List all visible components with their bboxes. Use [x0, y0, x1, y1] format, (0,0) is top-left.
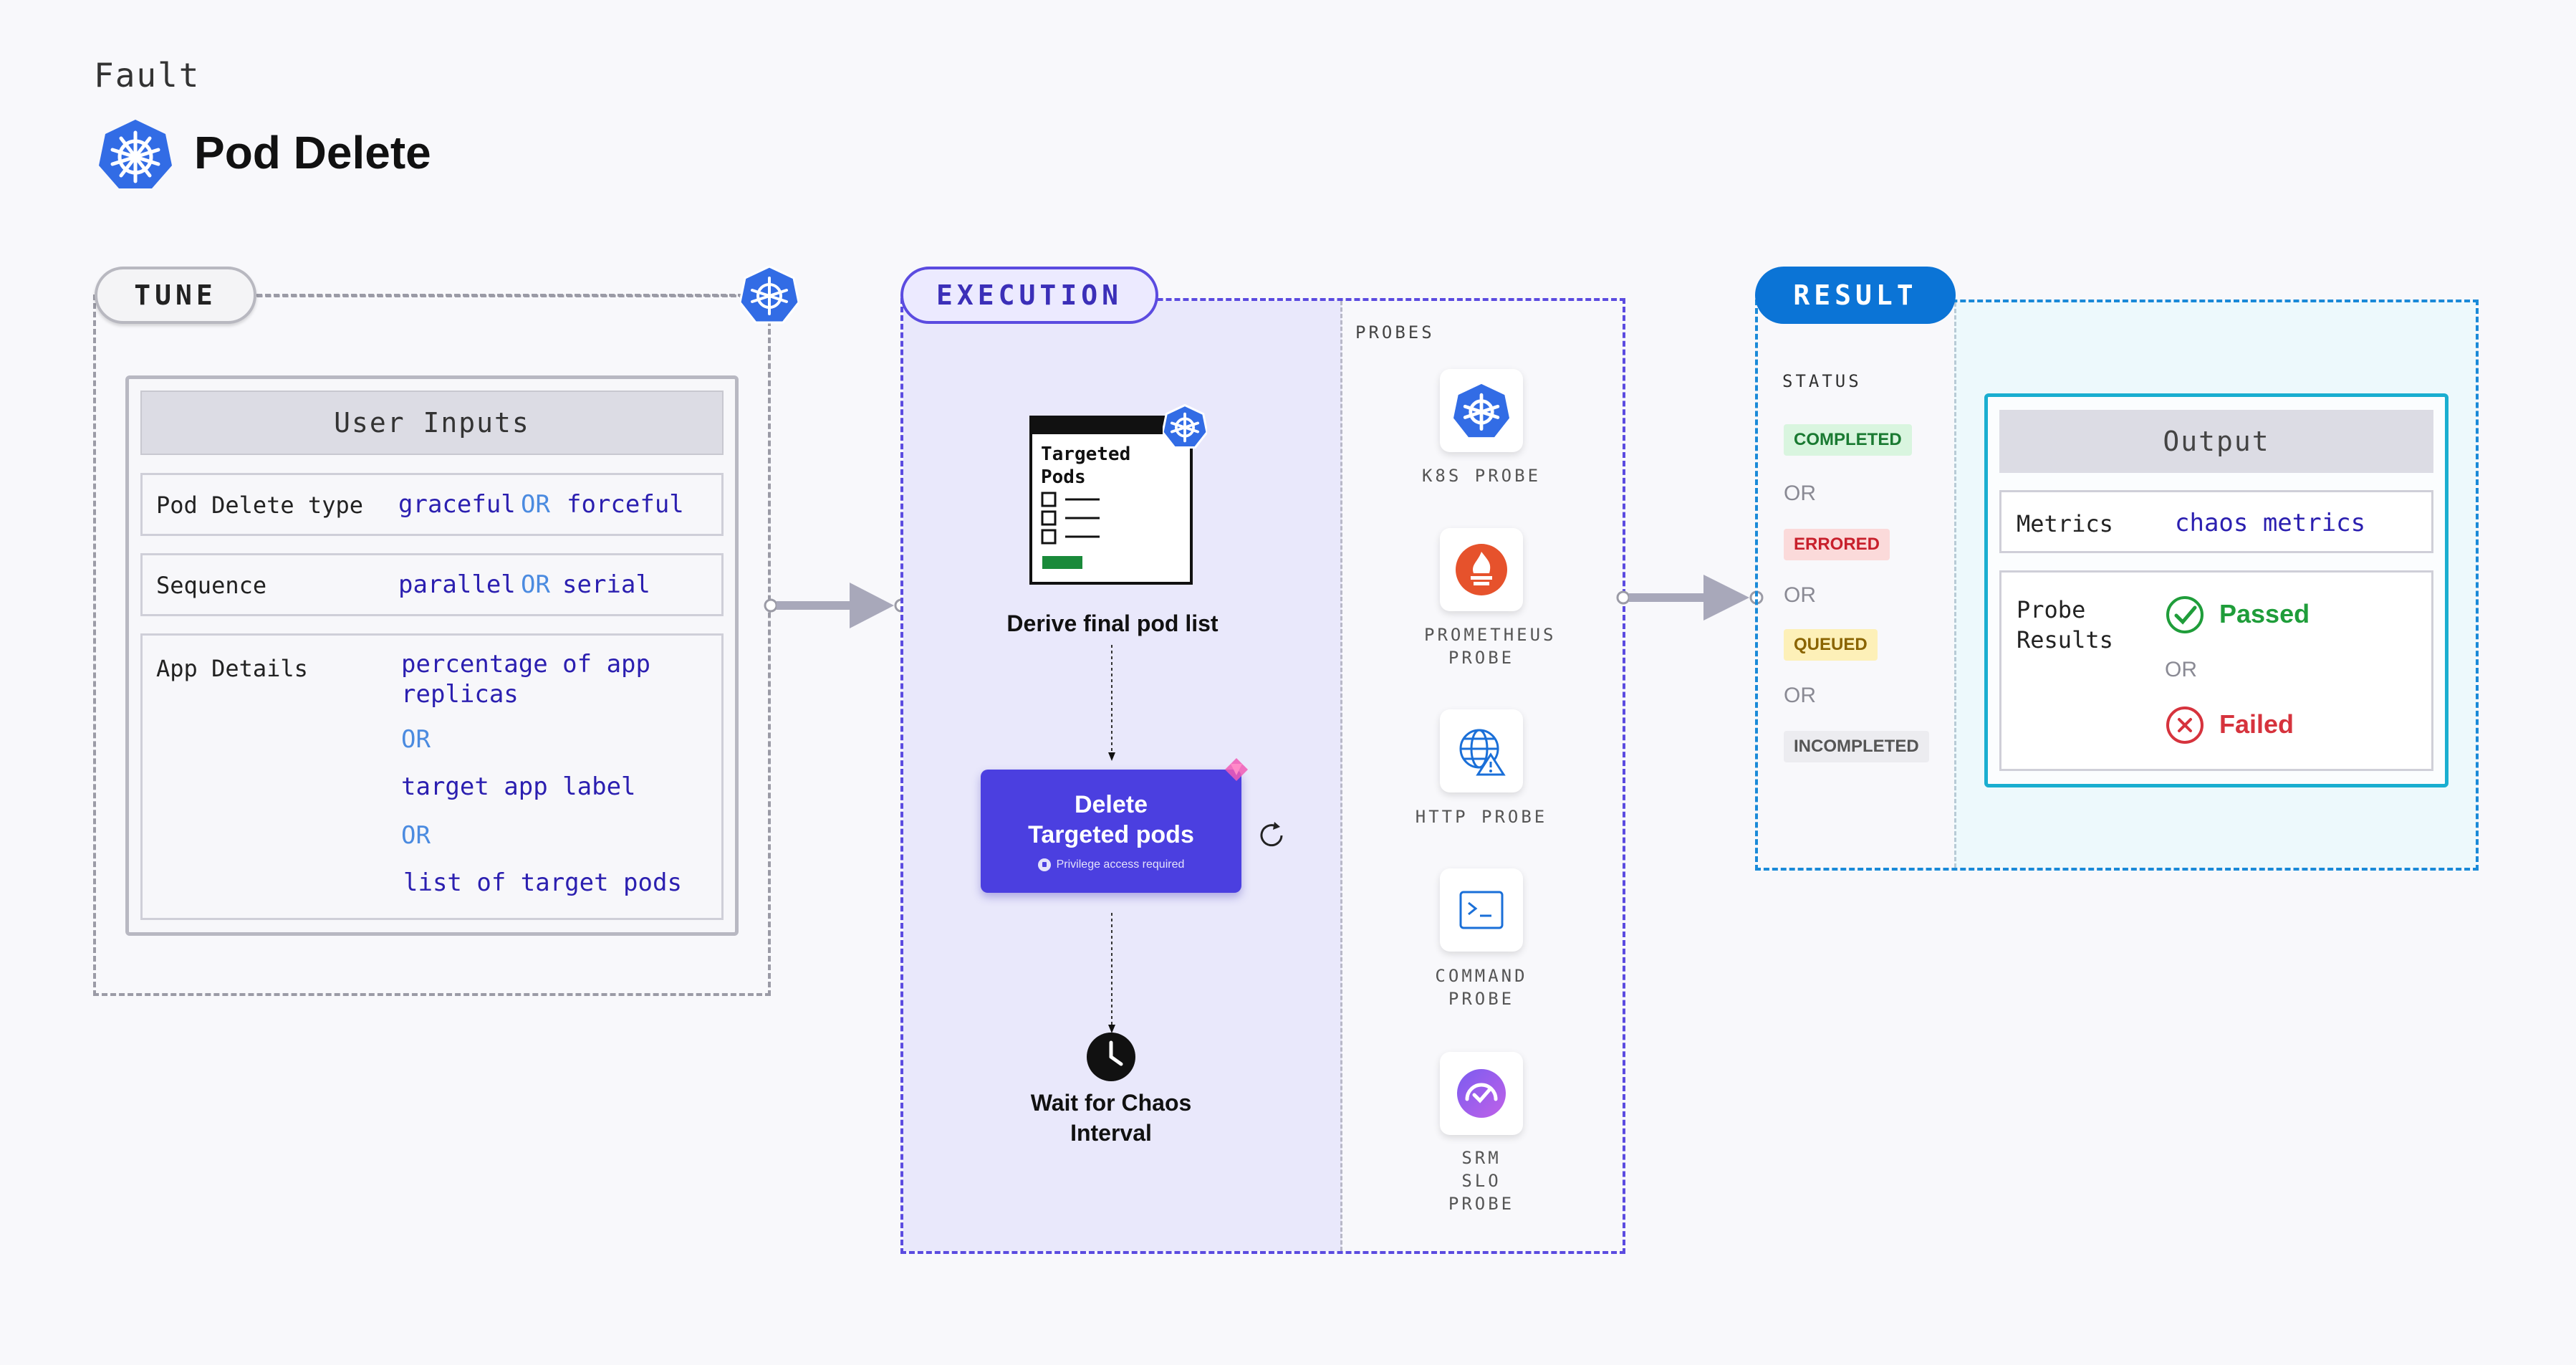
input-label: Pod Delete type	[156, 492, 363, 519]
kubernetes-icon	[1453, 383, 1509, 438]
user-inputs-title: User Inputs	[140, 391, 724, 455]
document-title: Targeted Pods	[1041, 444, 1131, 488]
srm-slo-probe-tile[interactable]	[1440, 1052, 1523, 1135]
check-circle-icon	[2166, 596, 2203, 633]
prometheus-icon	[1456, 544, 1507, 595]
probes-heading: PROBES	[1355, 322, 1435, 343]
input-value: serial	[562, 570, 650, 599]
or-text: OR	[521, 570, 550, 599]
input-value: list of target pods	[403, 868, 682, 897]
kubernetes-icon	[740, 265, 799, 324]
output-row-metrics	[1999, 490, 2433, 553]
probe-label: PROMETHEUS PROBE	[1424, 625, 1557, 668]
input-value: target app label	[401, 772, 636, 801]
tune-pill: TUNE	[95, 267, 256, 324]
input-row-pod-delete-type	[140, 473, 724, 536]
or-text: OR	[1784, 583, 1816, 607]
metrics-label: Metrics	[2017, 510, 2113, 537]
status-badge-queued: QUEUED	[1784, 629, 1878, 661]
input-value: forceful	[567, 490, 684, 519]
status-badge-completed: COMPLETED	[1784, 424, 1912, 456]
repeat-icon[interactable]	[1256, 820, 1287, 851]
page-title: Pod Delete	[194, 127, 431, 178]
input-row-app-details	[140, 633, 724, 920]
clock-icon	[1087, 1033, 1135, 1081]
metrics-value: chaos metrics	[2175, 509, 2366, 537]
probe-label: COMMAND PROBE	[1435, 966, 1528, 1009]
input-label: App Details	[156, 655, 308, 682]
result-divider	[1954, 302, 1956, 868]
http-probe-tile[interactable]	[1440, 709, 1523, 792]
probe-label: K8S PROBE	[1421, 466, 1542, 486]
probe-label: HTTP PROBE	[1415, 807, 1548, 827]
or-text: OR	[1784, 482, 1816, 505]
step-wait-chaos-interval: Wait for Chaos Interval	[1030, 1090, 1192, 1146]
input-value: parallel	[398, 570, 516, 599]
output-row-probe-results	[1999, 570, 2433, 771]
flow-arrow	[1616, 575, 1764, 621]
input-value: graceful	[398, 490, 516, 519]
command-probe-tile[interactable]	[1440, 868, 1523, 952]
delete-targeted-pods-card[interactable]: Delete Targeted pods Privilege access re…	[981, 770, 1241, 893]
output-title: Output	[1999, 410, 2433, 473]
probe-results-label: Probe Results	[2017, 596, 2113, 653]
step-delete-pods: Delete Targeted pods	[1028, 791, 1194, 848]
tune-header-line	[256, 294, 744, 297]
lock-icon	[1037, 858, 1051, 871]
input-label: Sequence	[156, 572, 267, 599]
flow-connector	[1108, 913, 1115, 1033]
execution-pill: EXECUTION	[900, 267, 1158, 324]
or-text: OR	[401, 821, 431, 850]
k8s-probe-tile[interactable]	[1440, 369, 1523, 452]
flow-arrow	[764, 583, 908, 628]
failed-label: Failed	[2219, 709, 2294, 739]
kubernetes-icon	[99, 120, 172, 188]
or-text: OR	[1784, 684, 1816, 707]
x-circle-icon	[2166, 707, 2203, 744]
step-derive-pod-list: Derive final pod list	[1006, 610, 1219, 636]
status-heading: STATUS	[1782, 371, 1862, 391]
result-pill: RESULT	[1755, 267, 1956, 324]
probe-label: SRM SLO PROBE	[1448, 1148, 1515, 1214]
privilege-note: Privilege access required	[981, 858, 1241, 871]
http-globe-icon	[1459, 729, 1506, 776]
input-value: percentage of app replicas	[401, 650, 650, 709]
checklist-icon	[1041, 492, 1100, 569]
passed-label: Passed	[2219, 599, 2310, 628]
targeted-pods-document: Targeted Pods	[1029, 416, 1193, 585]
execution-divider	[1340, 301, 1342, 1251]
slo-icon	[1457, 1069, 1506, 1118]
result-section	[1755, 300, 2479, 871]
or-text: OR	[401, 725, 431, 754]
or-text: OR	[521, 490, 550, 519]
kubernetes-icon	[1163, 404, 1207, 449]
chaos-flag-icon	[1225, 758, 1248, 781]
fault-label: Fault	[94, 56, 201, 95]
or-text: OR	[2165, 658, 2197, 681]
prometheus-probe-tile[interactable]	[1440, 528, 1523, 611]
execution-section	[900, 298, 1625, 1254]
status-badge-errored: ERRORED	[1784, 529, 1890, 560]
status-badge-incompleted: INCOMPLETED	[1784, 731, 1929, 762]
privilege-note-text: Privilege access required	[1056, 858, 1185, 871]
input-row-sequence	[140, 553, 724, 616]
terminal-icon	[1459, 891, 1504, 929]
flow-connector	[1108, 645, 1115, 761]
